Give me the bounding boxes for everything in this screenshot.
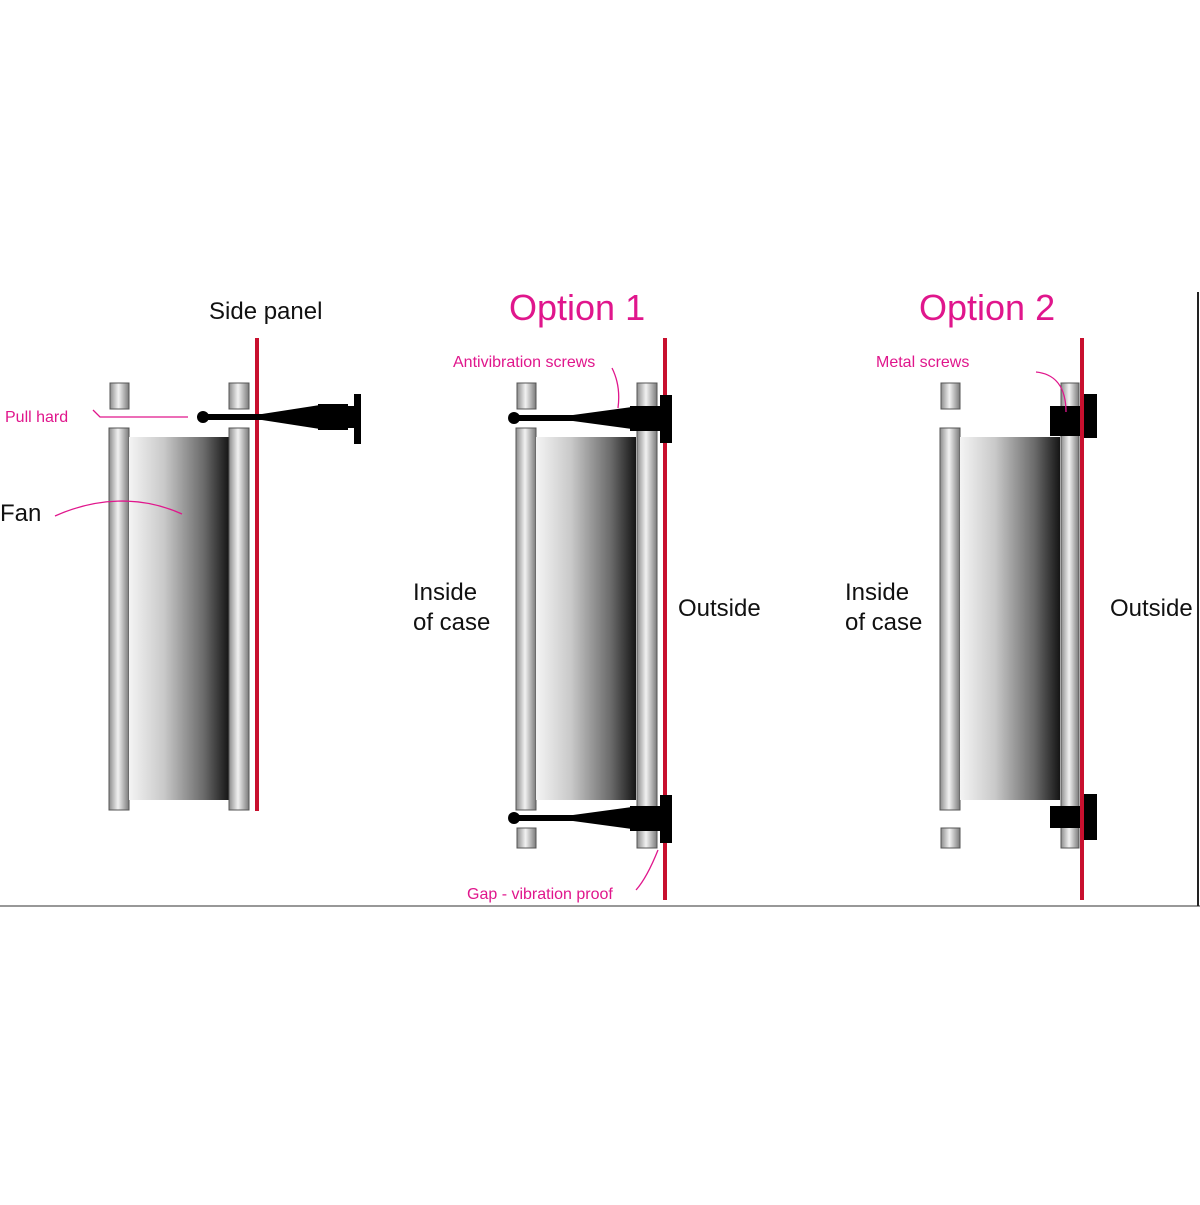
antivibration-screw (197, 394, 361, 444)
fan-body (536, 437, 636, 800)
fan-frame-left-top (109, 382, 130, 410)
side-panel-label: Side panel (209, 298, 322, 325)
fan-frame-left-top (516, 382, 537, 410)
antivibration-screw-bottom (508, 795, 672, 843)
diagram-option-2: Option 2 Metal screws Inside of case Out… (845, 287, 1193, 900)
outside-label: Outside (1110, 595, 1193, 622)
metal-screw-top (1050, 394, 1097, 438)
option-1-title: Option 1 (509, 287, 645, 328)
fan-body (960, 437, 1060, 800)
gap-label: Gap - vibration proof (467, 886, 613, 903)
fan-frame-right (228, 427, 250, 811)
screws-label: Antivibration screws (453, 354, 595, 371)
fan-frame-right (636, 382, 658, 849)
side-panel (663, 338, 667, 900)
fan-frame-left (939, 427, 961, 811)
inside-label-line1: Inside (845, 579, 909, 606)
antivibration-screw-top (508, 395, 672, 443)
fan-body (129, 437, 229, 800)
fan-frame-right (1060, 382, 1080, 849)
gap-leader (635, 849, 659, 891)
pull-hard-label: Pull hard (5, 409, 68, 426)
fan-leader (54, 500, 183, 517)
screws-leader (1035, 371, 1067, 413)
fan-frame-left-bottom (516, 827, 537, 849)
side-panel (1080, 338, 1084, 900)
fan-frame-left-bottom (940, 827, 961, 849)
screws-label: Metal screws (876, 354, 969, 371)
outside-label: Outside (678, 595, 761, 622)
metal-screw-bottom (1050, 794, 1097, 840)
fan-frame-left (108, 427, 130, 811)
diagram-option-1: Option 1 Antivibration screws Inside o (413, 287, 761, 903)
fan-frame-right-top (228, 382, 250, 410)
fan-label: Fan (0, 500, 41, 527)
diagram-default-mount: Side panel Pull hard Fan (0, 298, 361, 811)
side-panel (255, 338, 259, 811)
inside-label-line2: of case (845, 609, 922, 636)
option-2-title: Option 2 (919, 287, 1055, 328)
inside-label-line2: of case (413, 609, 490, 636)
fan-frame-left (515, 427, 537, 811)
inside-label-line1: Inside (413, 579, 477, 606)
pull-hard-leader (92, 409, 188, 418)
fan-frame-left-top (940, 382, 961, 410)
screws-leader (611, 367, 620, 409)
